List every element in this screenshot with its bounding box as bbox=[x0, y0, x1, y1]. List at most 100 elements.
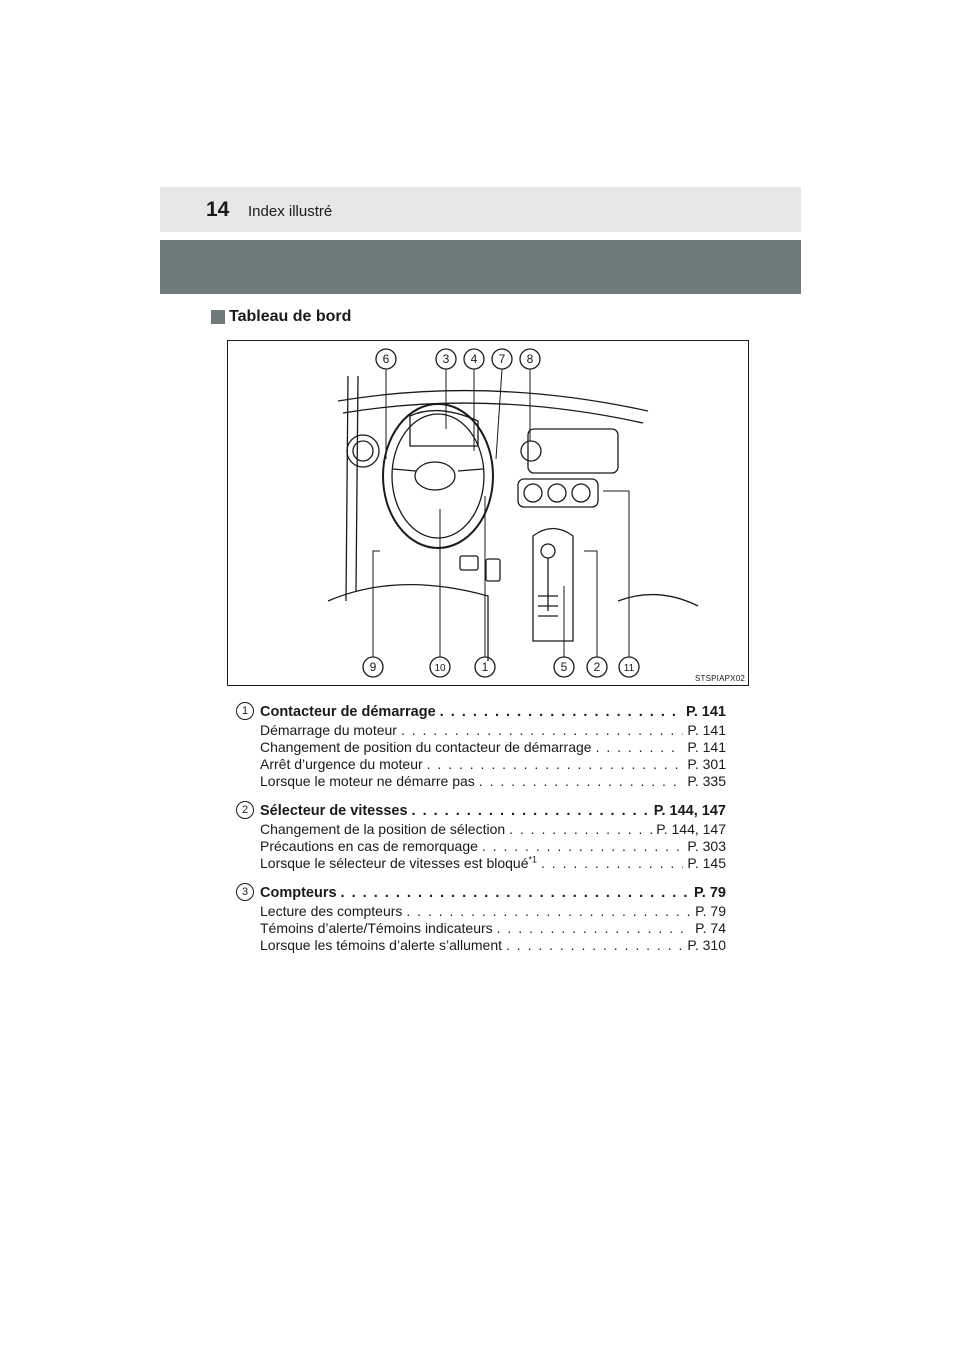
entry-sub-line[interactable]: Lecture des compteurs P. 79 bbox=[260, 903, 726, 920]
left-seat bbox=[327, 583, 489, 661]
gear-knob bbox=[540, 543, 556, 559]
entry-label: Témoins d’alerte/Témoins indicateurs bbox=[260, 920, 493, 936]
page-reference: P. 79 bbox=[694, 885, 726, 901]
wheel-hub bbox=[414, 461, 456, 491]
page-reference: P. 303 bbox=[687, 838, 726, 854]
entry-text: Arrêt d’urgence du moteur bbox=[260, 756, 423, 773]
entry-label: Changement de la position de sélection bbox=[260, 821, 506, 837]
dot-leader bbox=[412, 801, 650, 821]
audio-knob bbox=[520, 440, 542, 462]
entry-title-line[interactable]: Sélecteur de vitesses P. 144, 147 bbox=[260, 801, 726, 821]
climate-knob-right bbox=[571, 483, 591, 503]
dot-leader bbox=[541, 855, 683, 872]
dashboard-top-line bbox=[337, 389, 649, 412]
entry-label: Arrêt d’urgence du moteur bbox=[260, 756, 423, 772]
dot-leader bbox=[406, 903, 691, 920]
page-reference: P. 301 bbox=[687, 756, 726, 772]
entry-label: Précautions en cas de remorquage bbox=[260, 838, 478, 854]
square-bullet-icon bbox=[211, 310, 225, 324]
callout-top-5: 8 bbox=[527, 352, 534, 366]
dot-leader bbox=[427, 756, 684, 773]
callout-bottom-3: 1 bbox=[482, 660, 489, 674]
page-reference: P. 335 bbox=[687, 773, 726, 789]
entry-text: Témoins d’alerte/Témoins indicateurs bbox=[260, 920, 493, 937]
callout-top-3: 4 bbox=[471, 352, 478, 366]
callout-top-4: 7 bbox=[499, 352, 506, 366]
entry-text: Lorsque les témoins d’alerte s’allument bbox=[260, 937, 502, 954]
entry-sub-line[interactable]: Témoins d’alerte/Témoins indicateursP. 7… bbox=[260, 920, 726, 937]
callout-bottom-2: 10 bbox=[434, 663, 446, 674]
callout-bottom-1: 9 bbox=[370, 660, 377, 674]
page-reference: P. 141 bbox=[685, 704, 726, 720]
entry-text: Changement de position du contacteur de … bbox=[260, 739, 592, 756]
dot-leader bbox=[509, 821, 652, 838]
dashboard-illustration: 6 3 4 7 8 9 10 1 5 2 11 STSPIAPX02 bbox=[227, 340, 749, 686]
entry-sub-line[interactable]: Lorsque le sélecteur de vitesses est blo… bbox=[260, 855, 726, 872]
climate-knob-left bbox=[523, 483, 543, 503]
page-reference: P. 79 bbox=[695, 903, 726, 919]
footnote-mark: *1 bbox=[528, 854, 538, 865]
entry-label: Lecture des compteurs bbox=[260, 903, 403, 919]
dot-leader bbox=[401, 722, 683, 739]
header-bar bbox=[160, 187, 801, 232]
callout-bottom-6: 11 bbox=[624, 663, 635, 674]
entry-sub-line[interactable]: Changement de la position de sélection P.… bbox=[260, 821, 726, 838]
entry-title-line[interactable]: Contacteur de démarrage P. 141 bbox=[260, 702, 726, 722]
header-title: Index illustré bbox=[248, 203, 333, 220]
entry-number-badge: 1 bbox=[236, 702, 254, 720]
entry-title-line[interactable]: Compteurs P. 79 bbox=[260, 883, 726, 903]
page-reference: P. 310 bbox=[687, 937, 726, 953]
left-vent bbox=[346, 434, 380, 468]
dashboard-drawing: 6 3 4 7 8 9 10 1 5 2 11 bbox=[327, 348, 699, 678]
page-number: 14 bbox=[206, 198, 230, 221]
dot-leader bbox=[440, 702, 682, 722]
entry-sub-line[interactable]: Précautions en cas de remorquage P. 303 bbox=[260, 838, 726, 855]
page-reference: P. 141 bbox=[687, 722, 726, 738]
entry-sub-line[interactable]: Démarrage du moteur P. 141 bbox=[260, 722, 726, 739]
climate-knob-center bbox=[547, 483, 567, 503]
dot-leader bbox=[479, 773, 684, 790]
page-reference: P. 144, 147 bbox=[653, 803, 726, 819]
entry-text: Démarrage du moteur bbox=[260, 722, 397, 739]
entry-label: Démarrage du moteur bbox=[260, 722, 397, 738]
pedal bbox=[459, 555, 479, 571]
dot-leader bbox=[482, 838, 683, 855]
entry-label: Contacteur de démarrage bbox=[260, 704, 436, 720]
index-entry: 3 Compteurs P. 79 Lecture des compteurs P. 7… bbox=[236, 883, 726, 954]
entry-label: Lorsque le sélecteur de vitesses est blo… bbox=[260, 855, 529, 871]
page-reference: P. 145 bbox=[687, 855, 726, 871]
entry-text: Lorsque le moteur ne démarre pas bbox=[260, 773, 475, 790]
entry-text: Contacteur de démarrage bbox=[260, 702, 436, 722]
callout-top-2: 3 bbox=[443, 352, 450, 366]
meter-cluster bbox=[409, 409, 479, 447]
steering-wheel bbox=[382, 403, 494, 549]
center-display bbox=[527, 428, 619, 474]
entry-number-badge: 3 bbox=[236, 883, 254, 901]
section-band bbox=[160, 240, 801, 294]
gear-shifter-console bbox=[532, 527, 574, 642]
entry-sub-line[interactable]: Lorsque le moteur ne démarre pas P. 335 bbox=[260, 773, 726, 790]
entry-text: Précautions en cas de remorquage bbox=[260, 838, 478, 855]
page-reference: P. 141 bbox=[687, 739, 726, 755]
entry-text: Lorsque le sélecteur de vitesses est blo… bbox=[260, 855, 537, 872]
page-reference: P. 144, 147 bbox=[656, 821, 726, 837]
entry-sub-line[interactable]: Lorsque les témoins d’alerte s’allument P… bbox=[260, 937, 726, 954]
callout-top-1: 6 bbox=[383, 352, 390, 366]
dot-leader bbox=[506, 937, 683, 954]
dot-leader bbox=[497, 920, 691, 937]
entry-sub-line[interactable]: Arrêt d’urgence du moteur P. 301 bbox=[260, 756, 726, 773]
entry-text: Compteurs bbox=[260, 883, 337, 903]
section-heading: Tableau de bord bbox=[211, 307, 351, 327]
entry-label: Lorsque le moteur ne démarre pas bbox=[260, 773, 475, 789]
entry-sub-line[interactable]: Changement de position du contacteur de … bbox=[260, 739, 726, 756]
entry-label: Compteurs bbox=[260, 885, 337, 901]
entry-text: Changement de la position de sélection bbox=[260, 821, 505, 838]
entry-text: Sélecteur de vitesses bbox=[260, 801, 408, 821]
section-title: Tableau de bord bbox=[229, 308, 352, 325]
entry-label: Sélecteur de vitesses bbox=[260, 803, 408, 819]
callout-bottom-5: 2 bbox=[594, 660, 601, 674]
dot-leader bbox=[596, 739, 684, 756]
callout-bottom-4: 5 bbox=[561, 660, 568, 674]
